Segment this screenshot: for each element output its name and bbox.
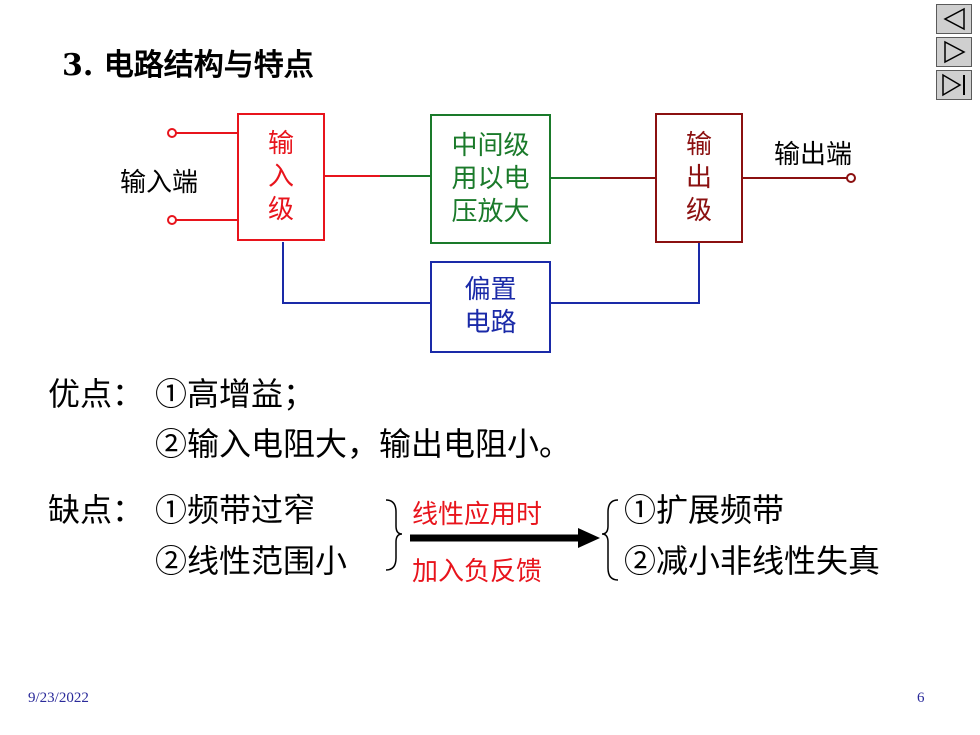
disadvantage-item-1: ①频带过窄 [155, 491, 316, 529]
last-slide-button[interactable] [936, 70, 972, 100]
input-terminal-label: 输入端 [120, 168, 199, 198]
arrow-top-label: 线性应用时 [412, 500, 543, 530]
advantage-item-1: ①高增益； [155, 375, 316, 413]
disadvantage-item-2: ②线性范围小 [155, 542, 348, 580]
middle-stage-label: 用以电 [451, 163, 530, 194]
result-item-1: ①扩展频带 [624, 491, 785, 529]
input-stage-label: 入 [267, 161, 294, 192]
input-stage-label: 输 [267, 128, 294, 159]
bias-circuit-label: 偏置 [464, 275, 517, 305]
input-stage-box: 输 入 级 [237, 113, 325, 241]
disadvantages-label: 缺点： [48, 491, 145, 529]
advantages-label: 优点： [48, 375, 145, 413]
input-stage-label: 级 [267, 194, 294, 225]
middle-stage-label: 压放大 [451, 196, 530, 227]
prev-icon [943, 7, 965, 31]
footer-date: 9/23/2022 [28, 690, 89, 706]
output-terminal [846, 173, 856, 183]
output-stage-box: 输 出 级 [655, 113, 743, 243]
bias-circuit-box: 偏置 电路 [430, 261, 551, 353]
brace-left [385, 499, 403, 571]
output-stage-label: 级 [685, 195, 712, 226]
last-icon [942, 73, 965, 97]
advantage-item-2: ②输入电阻大，输出电阻小。 [155, 425, 572, 463]
next-slide-button[interactable] [936, 37, 972, 67]
slide-title: 3. 电路结构与特点 [62, 48, 314, 83]
page-number: 6 [917, 690, 925, 706]
input-terminal-bottom [167, 215, 177, 225]
middle-stage-label: 中间级 [451, 130, 530, 161]
output-stage-label: 出 [685, 162, 712, 193]
arrow-head [578, 528, 600, 548]
result-item-2: ②减小非线性失真 [624, 542, 881, 580]
bias-circuit-label: 电路 [464, 308, 517, 338]
output-stage-label: 输 [685, 129, 712, 160]
input-terminal-top [167, 128, 177, 138]
output-terminal-label: 输出端 [774, 140, 853, 170]
next-icon [944, 40, 966, 64]
prev-slide-button[interactable] [936, 4, 972, 34]
arrow-bottom-label: 加入负反馈 [412, 557, 543, 587]
middle-stage-box: 中间级 用以电 压放大 [430, 114, 551, 244]
brace-right [601, 499, 619, 581]
